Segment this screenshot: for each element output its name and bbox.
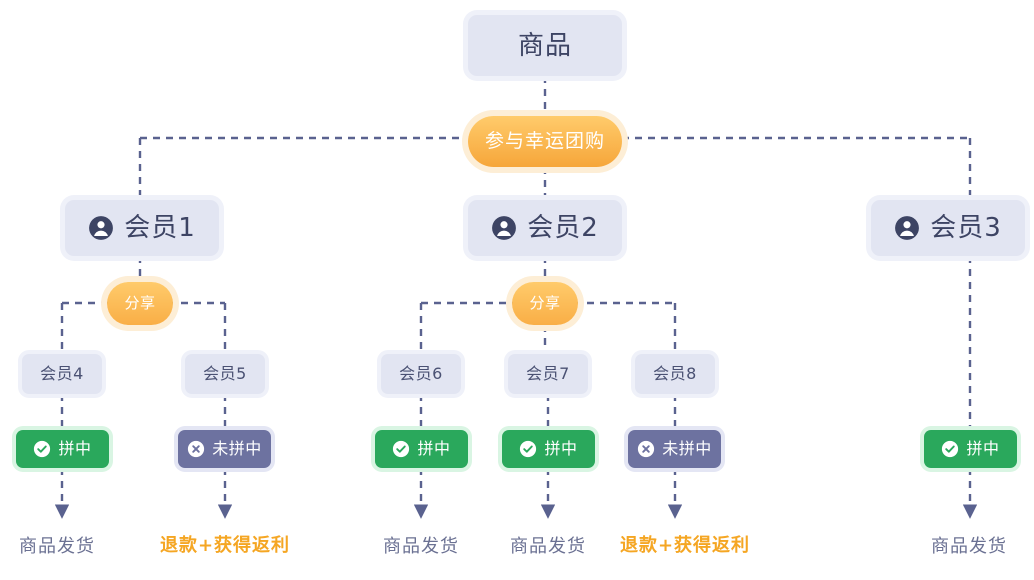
status-badge-member4[interactable]: 拼中 <box>16 430 109 468</box>
status-label: 拼中 <box>966 439 1000 458</box>
member-node-5[interactable]: 会员5 <box>185 354 265 394</box>
status-badge-member8[interactable]: 未拼中 <box>628 430 721 468</box>
status-label: 拼中 <box>417 439 451 458</box>
status-badge-member5[interactable]: 未拼中 <box>178 430 271 468</box>
share-label: 分享 <box>529 294 561 312</box>
join-lucky-group-buy-label: 参与幸运团购 <box>484 130 605 152</box>
member-label-3: 会员3 <box>930 213 1002 243</box>
product-node[interactable]: 商品 <box>468 15 622 76</box>
member-label-7: 会员7 <box>526 364 570 383</box>
status-label: 未拼中 <box>212 439 262 458</box>
status-label: 拼中 <box>544 439 578 458</box>
status-label: 未拼中 <box>662 439 712 458</box>
status-badge-member3[interactable]: 拼中 <box>924 430 1017 468</box>
member-node-6[interactable]: 会员6 <box>381 354 461 394</box>
share-label: 分享 <box>124 294 156 312</box>
member-label-1: 会员1 <box>124 213 196 243</box>
status-badge-member6[interactable]: 拼中 <box>375 430 468 468</box>
member-node-8[interactable]: 会员8 <box>635 354 715 394</box>
status-label: 拼中 <box>58 439 92 458</box>
member-label-6: 会员6 <box>399 364 443 383</box>
outcome-label-member3: 商品发货 <box>931 536 1007 557</box>
x-circle-icon <box>188 440 205 458</box>
share-pill-1[interactable]: 分享 <box>107 282 173 325</box>
outcome-label-member4: 商品发货 <box>19 536 95 557</box>
check-circle-icon <box>520 440 537 458</box>
member-node-2[interactable]: 会员2 <box>468 200 622 256</box>
outcome-label-member6: 商品发货 <box>383 536 459 557</box>
product-label: 商品 <box>517 30 572 61</box>
member-node-4[interactable]: 会员4 <box>22 354 102 394</box>
member-node-7[interactable]: 会员7 <box>508 354 588 394</box>
outcome-label-member8: 退款+获得返利 <box>619 535 751 556</box>
member-label-4: 会员4 <box>40 364 84 383</box>
person-icon <box>492 216 517 240</box>
member-node-1[interactable]: 会员1 <box>65 200 219 256</box>
outcome-label-member5: 退款+获得返利 <box>159 535 291 556</box>
check-circle-icon <box>942 440 959 458</box>
outcome-label-member7: 商品发货 <box>510 536 586 557</box>
x-circle-icon <box>638 440 655 458</box>
share-pill-2[interactable]: 分享 <box>512 282 578 325</box>
join-lucky-group-buy-pill[interactable]: 参与幸运团购 <box>468 116 622 167</box>
check-circle-icon <box>393 440 410 458</box>
person-icon <box>89 216 114 240</box>
member-label-8: 会员8 <box>653 364 697 383</box>
member-node-3[interactable]: 会员3 <box>871 200 1025 256</box>
member-label-5: 会员5 <box>203 364 247 383</box>
check-circle-icon <box>34 440 51 458</box>
member-label-2: 会员2 <box>527 213 599 243</box>
status-badge-member7[interactable]: 拼中 <box>502 430 595 468</box>
person-icon <box>895 216 920 240</box>
